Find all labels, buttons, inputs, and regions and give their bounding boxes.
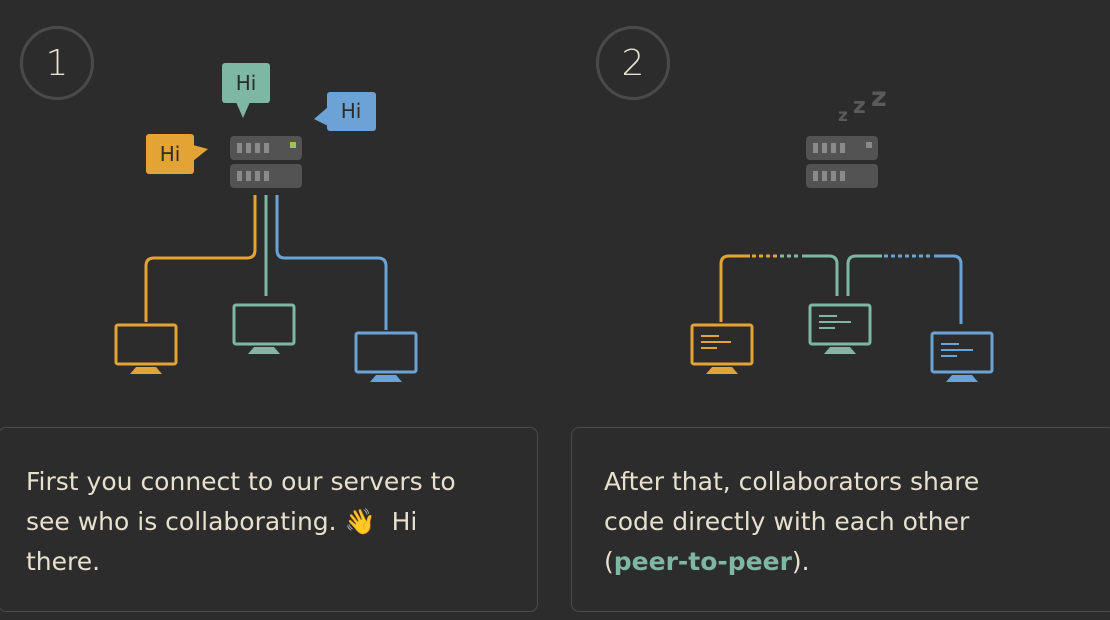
monitor-icon-green bbox=[232, 303, 296, 354]
peer-to-peer-highlight: peer-to-peer bbox=[613, 547, 792, 576]
server-led bbox=[290, 142, 296, 148]
svg-text:Hi: Hi bbox=[160, 142, 181, 166]
svg-text:z: z bbox=[853, 94, 866, 119]
svg-text:Hi: Hi bbox=[341, 99, 362, 123]
step-2-number: 2 bbox=[596, 26, 670, 100]
sleep-zzz-icon: z z z bbox=[838, 82, 887, 126]
p2p-link-green-left bbox=[802, 254, 839, 296]
step-1-line-2: see who is collaborating. 👋 Hi bbox=[26, 502, 511, 542]
p2p-link-orange-left bbox=[719, 254, 750, 322]
blue-wire bbox=[275, 195, 388, 330]
sleeping-server-icon bbox=[806, 136, 878, 188]
step-1-line-2-text: see who is collaborating. bbox=[26, 507, 345, 536]
monitor-icon-blue bbox=[354, 331, 418, 382]
server-icon bbox=[230, 136, 302, 188]
paren-open: ( bbox=[604, 547, 614, 576]
paren-close: ). bbox=[791, 547, 810, 576]
hi-bubble-orange: Hi bbox=[146, 134, 208, 174]
step-1-number: 1 bbox=[20, 26, 94, 100]
step-2-line-1: After that, collaborators share bbox=[604, 467, 980, 496]
svg-text:Hi: Hi bbox=[236, 71, 257, 95]
connection-diagram: Hi Hi Hi z z z bbox=[114, 63, 994, 382]
step-1-line-3: there. bbox=[26, 547, 101, 576]
step-2-line-3: (peer-to-peer). bbox=[604, 542, 1089, 582]
monitor-icon-orange bbox=[114, 323, 178, 374]
monitor-code-icon-orange bbox=[690, 323, 754, 374]
waving-hand-icon: 👋 bbox=[344, 507, 376, 536]
step-1-description-card: First you connect to our servers to see … bbox=[0, 427, 538, 612]
svg-text:z: z bbox=[838, 106, 848, 126]
step-1-line-1: First you connect to our servers to bbox=[26, 467, 456, 496]
step-2-description-card: After that, collaborators share code dir… bbox=[571, 427, 1110, 612]
p2p-link-green-right bbox=[846, 254, 882, 296]
p2p-link-blue-right bbox=[934, 254, 963, 324]
orange-wire bbox=[144, 195, 257, 322]
step-2-line-2: code directly with each other bbox=[604, 507, 970, 536]
monitor-code-icon-green bbox=[808, 303, 872, 354]
svg-text:z: z bbox=[871, 82, 887, 113]
hi-bubble-blue: Hi bbox=[314, 92, 376, 131]
step-1-hi-text: Hi bbox=[391, 507, 418, 536]
monitor-code-icon-blue bbox=[930, 331, 994, 382]
hi-bubble-green: Hi bbox=[222, 63, 270, 118]
